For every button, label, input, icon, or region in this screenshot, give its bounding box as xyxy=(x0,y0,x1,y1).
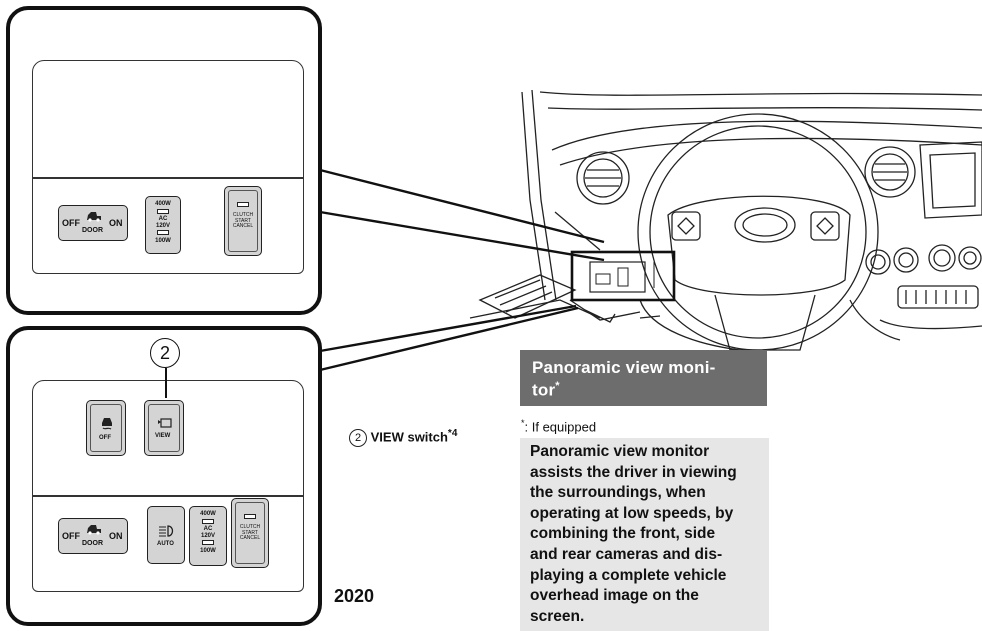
outlet-120v-2020: 120V xyxy=(200,532,215,539)
clutch-start-cancel-switch[interactable]: CLUTCH START CANCEL xyxy=(224,186,262,256)
outlet-100w-2020: 100W xyxy=(200,547,216,554)
description-line: screen. xyxy=(530,607,585,625)
callout-circle-number: 2 xyxy=(159,343,170,363)
description-line: playing a complete vehicle xyxy=(530,566,727,584)
section-title-line1: Panoramic view moni- xyxy=(532,358,716,377)
door-on-label: ON xyxy=(109,218,123,228)
outlet-led-top xyxy=(157,208,169,214)
skid-car-icon xyxy=(99,415,115,433)
description-line: and rear cameras and dis- xyxy=(530,545,723,563)
note-text: : If equipped xyxy=(524,419,597,435)
power-outlet-switch[interactable]: 400W AC 120V 100W xyxy=(145,196,181,254)
clutch-label-1-2020: CLUTCH xyxy=(239,524,261,531)
callout-circle-2: 2 xyxy=(150,338,180,368)
description-line: Panoramic view monitor xyxy=(530,443,710,460)
camera-icon xyxy=(157,417,173,430)
description-line: assists the driver in viewing xyxy=(530,463,737,481)
door-label: DOOR xyxy=(82,227,103,234)
auto-label: AUTO xyxy=(157,541,174,547)
power-outlet-switch-2020[interactable]: 400W AC 120V 100W xyxy=(189,506,227,566)
view-switch[interactable]: VIEW xyxy=(144,400,184,456)
door-car-icon-2020 xyxy=(85,523,103,537)
headlight-icon xyxy=(158,525,176,539)
clutch-led xyxy=(237,202,249,207)
description-line: combining the front, side xyxy=(530,525,716,543)
description-box: Panoramic view monitor assists the drive… xyxy=(520,438,769,631)
outlet-ac-2020: AC xyxy=(203,525,213,532)
outlet-100w: 100W xyxy=(155,237,171,244)
top-switch-panel: OFF DOOR ON 400W AC 120V 100W CLUTCH STA… xyxy=(6,6,322,315)
outlet-120v: 120V xyxy=(155,222,170,229)
door-off-label-2020: OFF xyxy=(62,531,80,541)
callout-number-circle: 2 xyxy=(349,428,367,447)
section-title-sup: * xyxy=(555,380,560,392)
description-line: operating at low speeds, by xyxy=(530,504,734,522)
outlet-400w: 400W xyxy=(155,201,171,207)
overhead-console-upper xyxy=(32,60,304,178)
callout-leader-line xyxy=(165,368,167,398)
clutch-led-2020 xyxy=(244,514,256,519)
outlet-led-top-2020 xyxy=(202,518,214,524)
clutch-label-3-2020: CANCEL xyxy=(239,535,261,542)
section-title-line2: tor xyxy=(532,380,556,400)
bottom-switch-panel: 2 OFF VIEW OFF DOOR ON AUTO 400W xyxy=(6,326,322,626)
outlet-led-bottom xyxy=(157,230,169,236)
headlight-auto-switch[interactable]: AUTO xyxy=(147,506,185,564)
vsc-off-label: OFF xyxy=(99,435,111,441)
callout-sup: *4 xyxy=(447,428,458,439)
door-off-label: OFF xyxy=(62,218,80,228)
description-line: the surroundings, when xyxy=(530,484,706,502)
clutch-start-cancel-switch-2020[interactable]: CLUTCH START CANCEL xyxy=(231,498,269,568)
clutch-label-2-2020: START xyxy=(242,529,258,536)
description-line: overhead image on the xyxy=(530,587,699,605)
note-sup: * xyxy=(521,418,525,428)
equipped-note: *: If equipped xyxy=(521,418,596,434)
door-on-label-2020: ON xyxy=(109,531,123,541)
outlet-400w-2020: 400W xyxy=(200,511,216,517)
section-title: Panoramic view moni- tor* xyxy=(520,350,767,406)
outlet-ac: AC xyxy=(158,215,168,222)
outlet-led-bottom-2020 xyxy=(202,540,214,546)
door-switch-2020[interactable]: OFF DOOR ON xyxy=(58,518,128,554)
callout-text: VIEW switch xyxy=(370,429,448,445)
vsc-off-switch[interactable]: OFF xyxy=(86,400,126,456)
clutch-label-2: START xyxy=(235,217,251,224)
view-switch-callout: 2 VIEW switch*4 xyxy=(349,428,457,447)
model-year-label: 2020 xyxy=(334,586,375,606)
door-car-icon xyxy=(85,210,103,224)
door-switch[interactable]: OFF DOOR ON xyxy=(58,205,128,241)
clutch-label-3: CANCEL xyxy=(232,223,254,230)
view-label: VIEW xyxy=(155,433,171,439)
clutch-label-1: CLUTCH xyxy=(232,212,254,219)
door-label-2020: DOOR xyxy=(82,540,103,547)
